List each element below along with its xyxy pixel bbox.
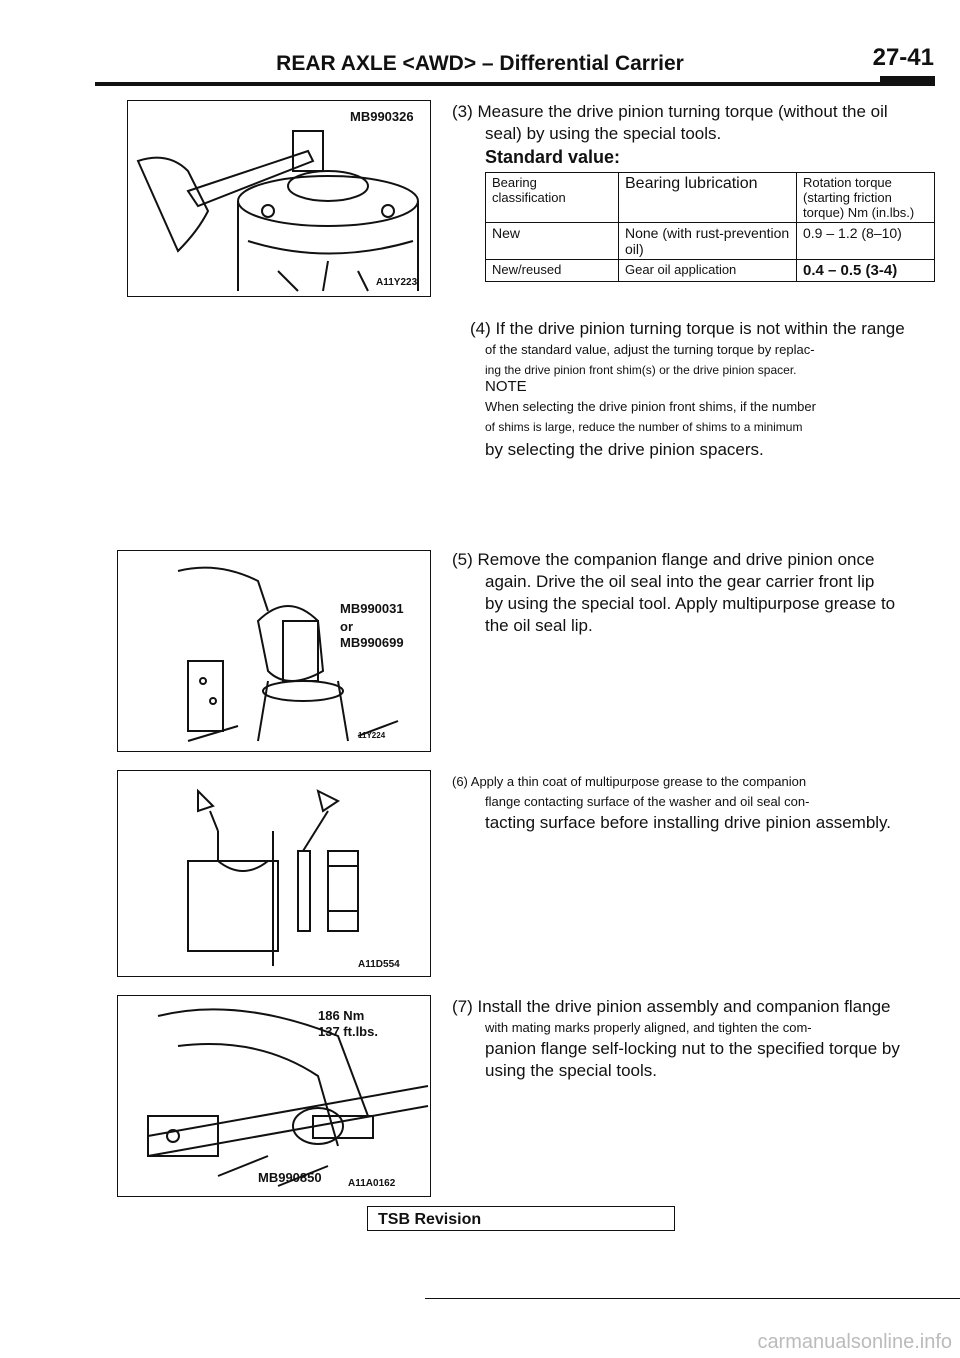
footer-rule	[425, 1298, 960, 1299]
step-5-line-1: (5) Remove the companion flange and driv…	[452, 550, 875, 569]
note-line-2: of shims is large, reduce the number of …	[485, 420, 803, 434]
step-7-line-3: panion flange self-locking nut to the sp…	[485, 1039, 900, 1058]
figure-2-tool-label-2: MB990699	[340, 635, 404, 650]
page-title: REAR AXLE <AWD> – Differential Carrier	[276, 52, 684, 75]
header-rule	[95, 82, 935, 86]
figure-2-code: 11Y224	[358, 731, 386, 740]
figure-2-illustration	[177, 566, 399, 742]
watermark: carmanualsonline.info	[757, 1331, 952, 1353]
note-line-3: by selecting the drive pinion spacers.	[485, 440, 764, 459]
table-header-cell: Bearing classification	[485, 172, 619, 223]
figure-4-torque-nm: 186 Nm	[318, 1008, 365, 1023]
step-4-line-1: (4) If the drive pinion turning torque i…	[470, 319, 905, 338]
step-6-line-1: (6) Apply a thin coat of multipurpose gr…	[452, 774, 807, 789]
figure-companion-flange-grease: A11D554	[117, 770, 431, 977]
table-cell: New	[485, 222, 619, 260]
tsb-revision-box: TSB Revision	[367, 1206, 675, 1231]
step-6-text: (6) Apply a thin coat of multipurpose gr…	[452, 772, 942, 834]
figure-4-illustration	[147, 1008, 429, 1187]
standard-value-heading: Standard value:	[485, 147, 621, 167]
step-7-line-4: using the special tools.	[485, 1061, 657, 1080]
table-header-row: Bearing classification Bearing lubricati…	[485, 172, 935, 223]
table-row: New None (with rust-prevention oil) 0.9 …	[485, 222, 935, 260]
step-4-text: (4) If the drive pinion turning torque i…	[470, 318, 940, 380]
step-6-line-3: tacting surface before installing drive …	[485, 813, 892, 832]
header-rule-accent	[880, 76, 935, 86]
table-cell: None (with rust-prevention oil)	[618, 222, 797, 260]
table-row: New/reused Gear oil application 0.4 – 0.…	[485, 259, 935, 282]
step-7-text: (7) Install the drive pinion assembly an…	[452, 996, 942, 1082]
step-3-text: (3) Measure the drive pinion turning tor…	[452, 101, 942, 145]
note-line-1: When selecting the drive pinion front sh…	[485, 399, 816, 414]
step-5-line-2: again. Drive the oil seal into the gear …	[485, 572, 875, 591]
table-cell: 0.9 – 1.2 (8–10)	[796, 222, 935, 260]
page-number: 27-41	[872, 44, 934, 71]
figure-4-tool-label: MB990850	[258, 1170, 322, 1185]
note-block: NOTE When selecting the drive pinion fro…	[485, 377, 940, 461]
table-header-cell: Bearing lubrication	[618, 172, 797, 223]
figure-4-code: A11A0162	[348, 1178, 396, 1189]
table-header-cell: Rotation torque (starting friction torqu…	[796, 172, 935, 223]
figure-self-locking-nut-torque: 186 Nm 137 ft.lbs. MB990850 A11A0162	[117, 995, 431, 1197]
step-5-line-3: by using the special tool. Apply multipu…	[485, 594, 896, 613]
step-5-text: (5) Remove the companion flange and driv…	[452, 549, 942, 637]
step-3-line-2: seal) by using the special tools.	[485, 124, 722, 143]
table-cell: 0.4 – 0.5 (3-4)	[796, 259, 935, 282]
figure-1-illustration	[136, 130, 419, 292]
figure-pinion-torque-measurement: MB990326 A11Y223	[127, 100, 431, 297]
table-cell: New/reused	[485, 259, 619, 282]
step-4-line-3: ing the drive pinion front shim(s) or th…	[485, 363, 797, 377]
step-4-line-2: of the standard value, adjust the turnin…	[485, 342, 815, 357]
step-5-line-4: the oil seal lip.	[485, 616, 593, 635]
step-6-line-2: flange contacting surface of the washer …	[485, 794, 810, 809]
step-7-line-2: with mating marks properly aligned, and …	[485, 1020, 812, 1035]
step-3-line-1: (3) Measure the drive pinion turning tor…	[452, 102, 888, 121]
figure-2-tool-label-1: MB990031	[340, 601, 404, 616]
figure-1-code: A11Y223	[376, 277, 418, 288]
note-label: NOTE	[485, 378, 527, 395]
figure-oil-seal-installation: MB990031 or MB990699 11Y224	[117, 550, 431, 752]
figure-3-code: A11D554	[358, 959, 400, 970]
table-cell: Gear oil application	[618, 259, 797, 282]
figure-3-illustration	[187, 788, 359, 966]
figure-4-torque-ftlbs: 137 ft.lbs.	[318, 1024, 378, 1039]
torque-spec-table: Bearing classification Bearing lubricati…	[485, 172, 935, 282]
step-7-line-1: (7) Install the drive pinion assembly an…	[452, 997, 891, 1016]
figure-1-tool-label: MB990326	[350, 109, 414, 124]
figure-2-or-label: or	[340, 619, 353, 634]
